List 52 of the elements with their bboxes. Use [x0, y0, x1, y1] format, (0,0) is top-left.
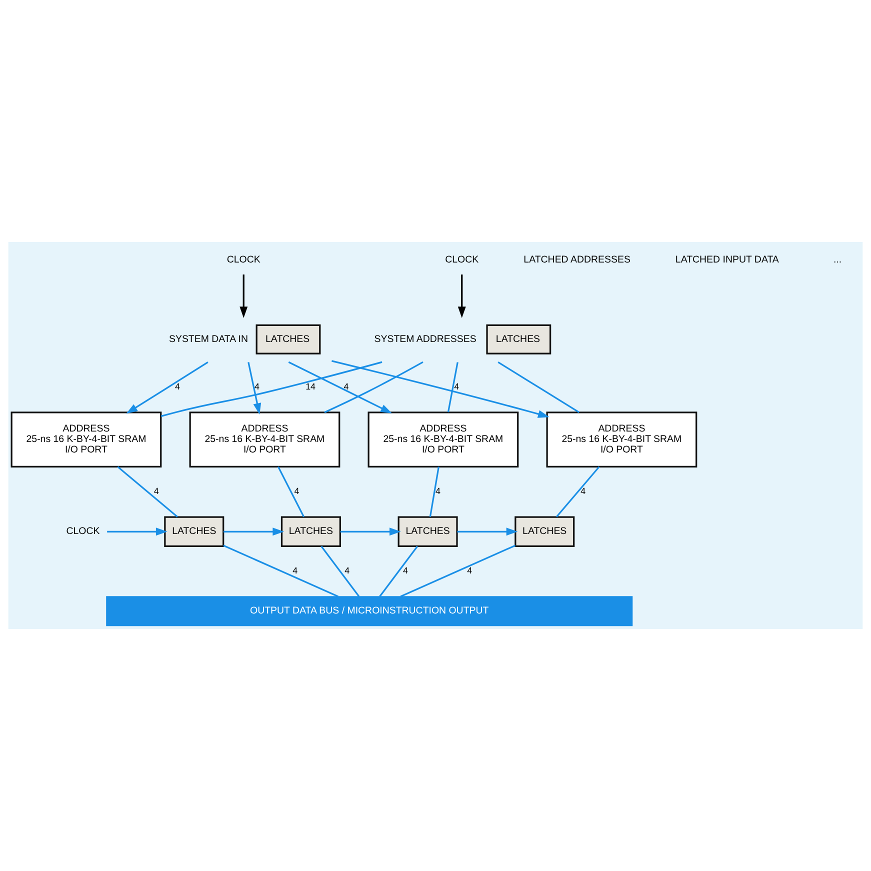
- connector: [278, 466, 305, 518]
- edge-label: 4: [175, 382, 180, 392]
- node-label: SYSTEM ADDRESSES: [374, 334, 476, 345]
- node-box: LATCHES: [164, 516, 224, 548]
- connector: [429, 466, 440, 517]
- connector: [400, 544, 516, 598]
- arrow: [340, 528, 401, 536]
- node-box: ADDRESS 25-ns 16 K-BY-4-BIT SRAM I/O PORT: [189, 412, 340, 468]
- edge-label: 4: [580, 486, 586, 496]
- edge-label: 4: [294, 486, 300, 496]
- edge-label: 4: [254, 382, 260, 392]
- edge-label: 4: [154, 486, 159, 496]
- edge-label: 4: [435, 486, 440, 496]
- node-box: LATCHES: [514, 516, 575, 548]
- edge-label: 4: [344, 566, 350, 576]
- arrow: [458, 274, 466, 318]
- node-text: CLOCK: [66, 526, 100, 538]
- arrow: [240, 274, 248, 318]
- connector: [498, 362, 580, 414]
- connector: [447, 362, 458, 412]
- arrow: [457, 528, 518, 536]
- arrow: [288, 361, 392, 414]
- node-label: SYSTEM DATA IN: [168, 334, 248, 345]
- node-box: ADDRESS 25-ns 16 K-BY-4-BIT SRAM I/O PORT: [546, 412, 698, 468]
- node-text: CLOCK: [445, 254, 479, 266]
- node-box: LATCHES: [280, 516, 341, 548]
- connector: [324, 361, 424, 414]
- edge-label: 4: [467, 566, 472, 576]
- connector: [223, 544, 338, 598]
- node-box: OUTPUT DATA BUS / MICROINSTRUCTION OUTPUT: [106, 596, 633, 626]
- edge-label: 14: [306, 382, 316, 392]
- arrow: [107, 528, 168, 536]
- connector: [320, 546, 360, 598]
- connector: [556, 466, 600, 518]
- arrow: [248, 362, 262, 415]
- node-box: LATCHES: [398, 516, 458, 548]
- arrow: [332, 360, 550, 418]
- edge-label: 4: [454, 382, 460, 392]
- label: ...: [833, 254, 842, 266]
- connector: [117, 466, 178, 518]
- arrow: [126, 362, 208, 414]
- connector: [160, 361, 382, 417]
- node-box: ADDRESS 25-ns 16 K-BY-4-BIT SRAM I/O PORT: [368, 412, 519, 468]
- node-text: CLOCK: [226, 254, 260, 266]
- edge-label: 4: [292, 566, 298, 576]
- edge-label: 4: [344, 382, 349, 392]
- label: LATCHED ADDRESSES: [524, 254, 630, 266]
- arrow: [224, 528, 284, 536]
- node-box: ADDRESS 25-ns 16 K-BY-4-BIT SRAM I/O PORT: [10, 412, 162, 468]
- connector: [379, 546, 418, 598]
- label: LATCHED INPUT DATA: [675, 254, 779, 266]
- edge-label: 4: [402, 566, 408, 576]
